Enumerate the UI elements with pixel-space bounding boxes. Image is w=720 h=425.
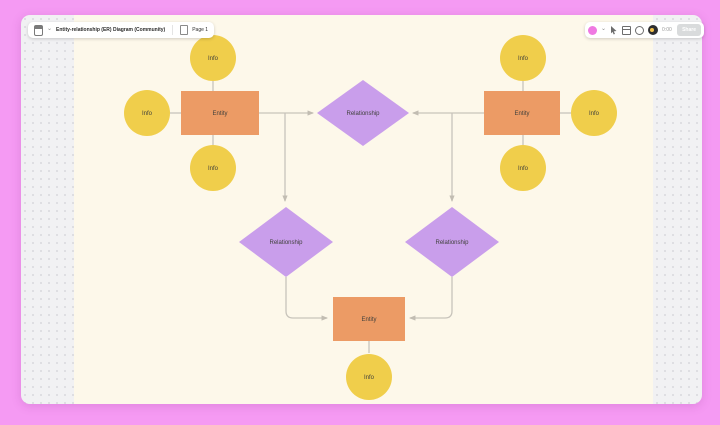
cursor-icon[interactable] <box>610 25 618 35</box>
user-avatar[interactable] <box>648 25 659 35</box>
diagram-board[interactable] <box>74 15 653 404</box>
page-icon <box>180 25 189 35</box>
circle-icon[interactable] <box>635 25 645 35</box>
divider <box>172 25 174 35</box>
file-tab-bar: ⌄ Entity-relationship (ER) Diagram (Comm… <box>28 22 215 38</box>
share-button[interactable]: Share <box>677 24 701 36</box>
chevron-down-icon[interactable]: ⌄ <box>601 26 607 32</box>
grid-icon[interactable] <box>622 25 632 35</box>
collaborator-avatar[interactable] <box>588 25 597 35</box>
top-right-toolbar: ⌄ 0:00 Share <box>585 22 704 38</box>
chevron-down-icon[interactable]: ⌄ <box>47 26 53 32</box>
page-tab[interactable]: Page 1 <box>192 27 209 33</box>
timer-text: 0:00 <box>662 27 672 33</box>
file-title[interactable]: Entity-relationship (ER) Diagram (Commun… <box>56 27 166 33</box>
figma-logo-icon[interactable] <box>34 24 43 36</box>
figjam-window <box>21 15 702 404</box>
